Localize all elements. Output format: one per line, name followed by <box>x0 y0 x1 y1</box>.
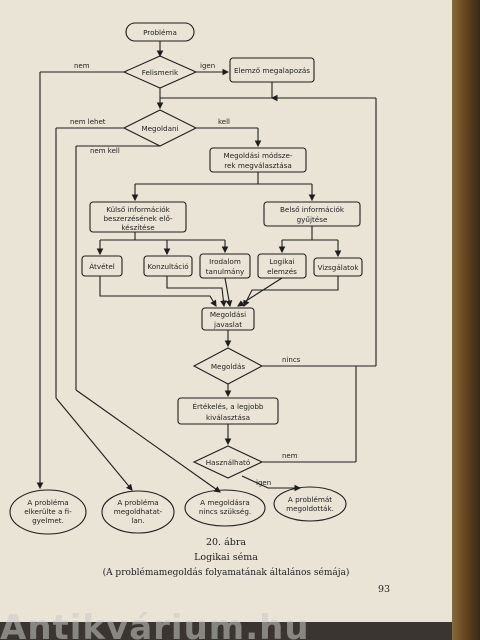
node-exchange <box>81 255 123 277</box>
book-page-edge <box>452 0 480 640</box>
edge-literature-proposal <box>224 277 233 308</box>
text-end-avoided-1: A probléma <box>27 498 68 507</box>
edge-consult-proposal <box>166 276 227 308</box>
text-start: Probléma <box>143 28 177 37</box>
text-method-2: rek megválasztása <box>224 161 292 170</box>
node-proposal <box>201 307 255 331</box>
node-end-not-needed <box>184 489 266 527</box>
label-recognize-no: nem <box>74 62 90 70</box>
text-end-solved-1: A problémát <box>288 495 332 504</box>
node-end-unsolvable <box>101 490 175 534</box>
edge-logical-proposal <box>237 277 283 307</box>
text-internal-2: gyűjtése <box>297 215 328 224</box>
figure-subtitle: (A problémamegoldás folyamatának általán… <box>102 568 350 578</box>
text-end-solved-2: megoldották. <box>286 504 334 513</box>
text-external-1: Külső információk <box>106 205 170 214</box>
text-proposal-2: javaslat <box>213 320 242 329</box>
edge-exchange-proposal <box>99 276 217 307</box>
label-solve-must: kell <box>218 118 230 126</box>
node-end-solved <box>273 486 347 522</box>
node-logical <box>257 253 307 279</box>
text-studies: Vizsgálatok <box>317 263 359 272</box>
node-analyze <box>229 57 315 83</box>
logic-flowchart: Probléma Felismerik Elemző megalapozás M… <box>9 22 377 535</box>
text-end-unsolvable-1: A probléma <box>117 498 158 507</box>
label-decision-none: nincs <box>282 356 301 364</box>
text-external-2: beszerzésének elő- <box>103 214 172 223</box>
text-method-1: Megoldási módsze- <box>223 151 292 160</box>
text-end-unsolvable-2: megoldhatat- <box>114 507 163 516</box>
node-internal <box>263 201 361 227</box>
figure-number: 20. ábra <box>205 537 247 548</box>
text-internal-1: Belső információk <box>280 205 345 214</box>
text-end-not-needed-2: nincs szükség. <box>199 507 251 516</box>
label-solve-cannot: nem lehet <box>70 118 106 126</box>
label-usable-yes: igen <box>256 479 271 487</box>
text-literature-2: tanulmány <box>206 267 245 276</box>
node-studies <box>313 257 363 277</box>
text-solve: Megoldani <box>141 124 178 133</box>
edge-usable-yes <box>241 475 302 492</box>
edge-studies-proposal <box>243 276 339 307</box>
text-literature-1: Irodalom <box>209 257 241 266</box>
page-number: 93 <box>378 584 391 595</box>
figure-title: Logikai séma <box>194 552 258 563</box>
text-decision: Megoldás <box>211 362 246 371</box>
edge-noneed-to-end3 <box>75 389 221 493</box>
node-evaluation <box>177 397 279 425</box>
text-end-avoided-2: elkerülte a fi- <box>24 507 72 516</box>
label-recognize-yes: igen <box>200 62 215 70</box>
node-start <box>125 22 195 42</box>
text-consult: Konzultáció <box>147 262 188 271</box>
text-end-not-needed-1: A megoldásra <box>200 498 250 507</box>
label-solve-noneed: nem kell <box>90 147 120 155</box>
text-end-avoided-3: gyelmet. <box>32 516 64 525</box>
node-end-avoided <box>9 489 87 535</box>
node-decision <box>192 347 264 385</box>
node-literature <box>199 253 251 279</box>
text-exchange: Átvétel <box>89 262 115 271</box>
label-usable-no: nem <box>282 452 298 460</box>
text-external-3: készítése <box>121 223 155 232</box>
node-usable <box>192 445 264 479</box>
node-consult <box>143 255 193 277</box>
text-logical-1: Logikai <box>269 257 294 266</box>
text-usable: Használható <box>206 458 250 467</box>
text-analyze: Elemző megalapozás <box>234 66 310 75</box>
text-logical-2: elemzés <box>267 267 297 276</box>
edge-cannot-to-end2 <box>55 397 133 491</box>
text-proposal-1: Megoldási <box>210 310 246 319</box>
text-evaluation-1: Értékelés, a legjobb <box>193 402 264 411</box>
node-external <box>89 201 187 233</box>
node-solve <box>122 109 198 147</box>
node-recognize <box>122 55 198 89</box>
text-end-unsolvable-3: lan. <box>131 516 144 525</box>
node-method <box>209 147 307 173</box>
text-recognize: Felismerik <box>142 68 179 77</box>
watermark: Antikvárium.hu <box>0 608 310 640</box>
text-evaluation-2: kiválasztása <box>206 413 250 422</box>
